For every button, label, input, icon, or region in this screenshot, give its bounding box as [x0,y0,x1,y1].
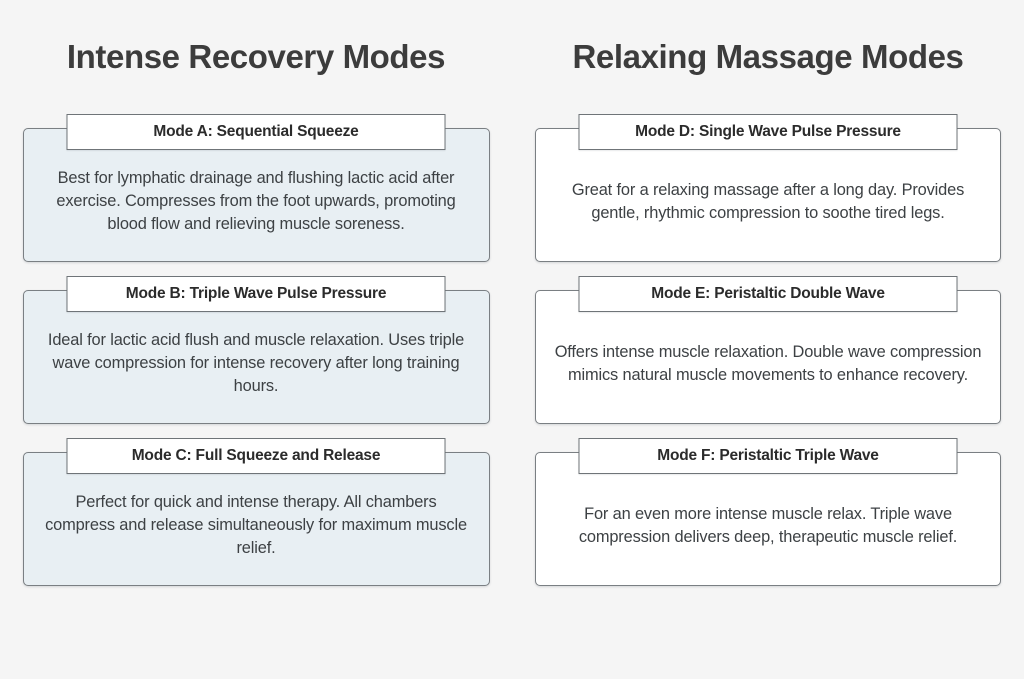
mode-card-d-title: Mode D: Single Wave Pulse Pressure [578,113,958,150]
mode-card-a-description: Best for lymphatic drainage and flushing… [56,168,456,234]
mode-card-b[interactable]: Mode B: Triple Wave Pulse Pressure Ideal… [22,275,490,424]
mode-card-a[interactable]: Mode A: Sequential Squeeze Best for lymp… [22,113,490,262]
card-list-intense-recovery: Mode A: Sequential Squeeze Best for lymp… [0,113,512,586]
card-list-relaxing-massage: Mode D: Single Wave Pulse Pressure Great… [512,113,1024,586]
mode-card-c-description: Perfect for quick and intense therapy. A… [45,492,467,558]
mode-card-b-description: Ideal for lactic acid flush and muscle r… [47,330,465,396]
mode-card-b-title: Mode B: Triple Wave Pulse Pressure [66,275,446,312]
mode-card-c-title: Mode C: Full Squeeze and Release [66,437,446,474]
column-title-relaxing-massage: Relaxing Massage Modes [572,38,964,75]
mode-card-e-description: Offers intense muscle relaxation. Double… [554,342,982,384]
mode-card-f-description: For an even more intense muscle relax. T… [578,504,958,546]
mode-card-f-title: Mode F: Peristaltic Triple Wave [578,437,958,474]
column-intense-recovery: Intense Recovery Modes Mode A: Sequentia… [0,38,512,586]
mode-card-f[interactable]: Mode F: Peristaltic Triple Wave For an e… [535,437,1001,586]
mode-card-d[interactable]: Mode D: Single Wave Pulse Pressure Great… [535,113,1001,262]
mode-card-c[interactable]: Mode C: Full Squeeze and Release Perfect… [22,437,490,586]
column-title-intense-recovery: Intense Recovery Modes [66,38,446,75]
mode-card-a-title: Mode A: Sequential Squeeze [66,113,446,150]
column-relaxing-massage: Relaxing Massage Modes Mode D: Single Wa… [512,0,1024,679]
mode-card-e-title: Mode E: Peristaltic Double Wave [578,275,958,312]
mode-card-e[interactable]: Mode E: Peristaltic Double Wave Offers i… [535,275,1001,424]
mode-card-d-description: Great for a relaxing massage after a lon… [571,180,965,222]
